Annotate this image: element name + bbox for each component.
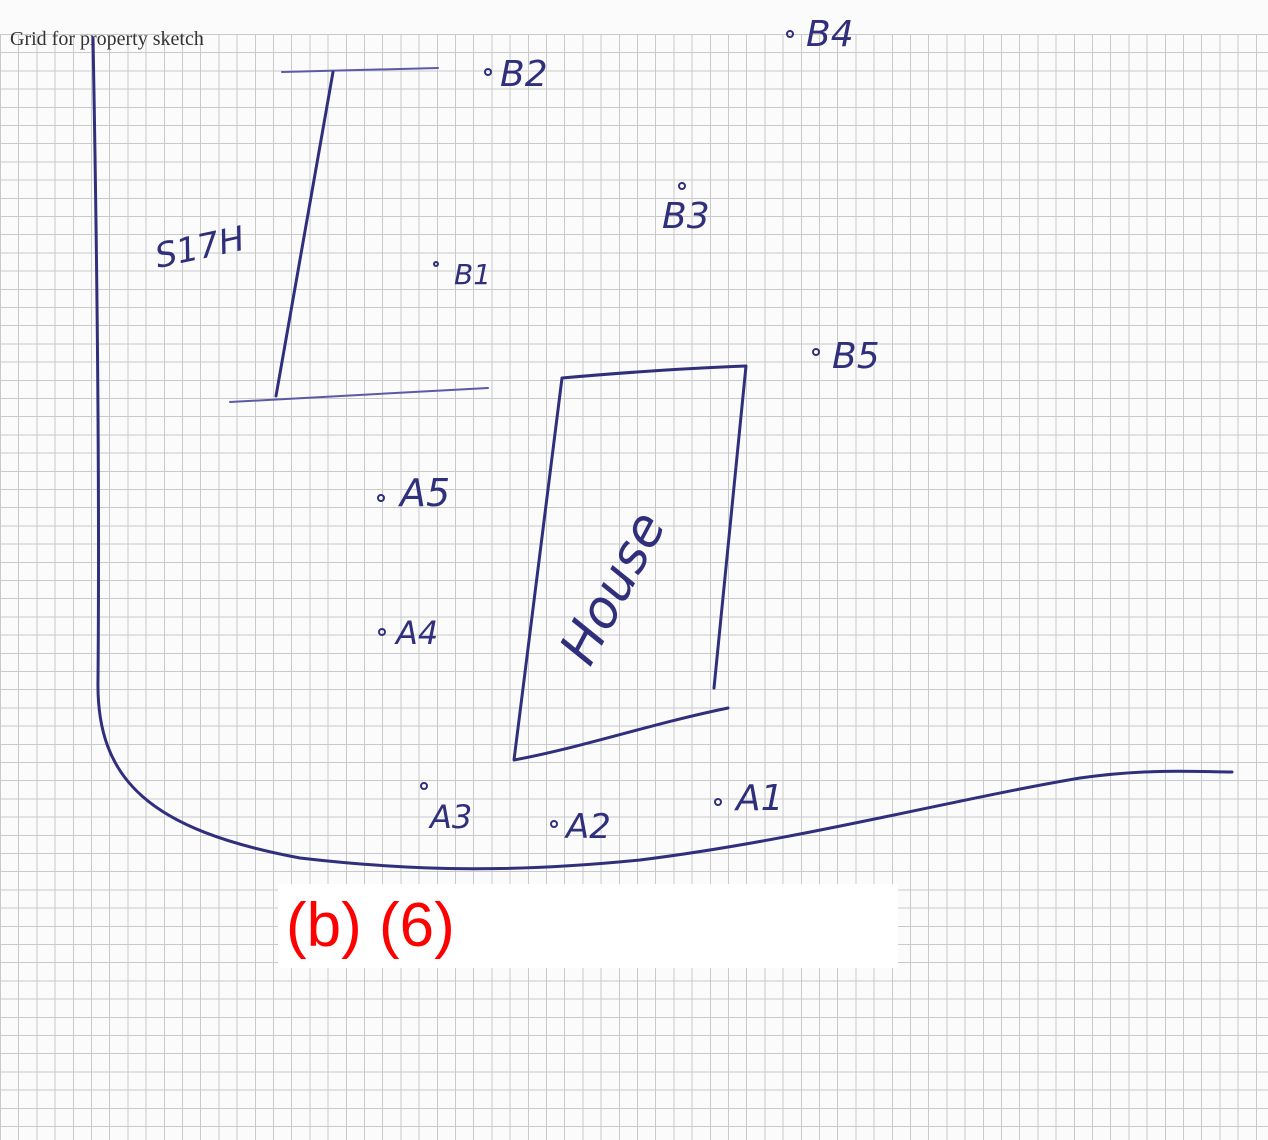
redaction-box: (b) (6)	[278, 884, 898, 968]
point-a4-label: A4	[394, 614, 438, 652]
point-a2-marker	[550, 820, 558, 828]
point-b4-marker	[786, 30, 794, 38]
point-b5: B5	[812, 336, 880, 377]
point-a5-label: A5	[397, 471, 450, 515]
point-a1-label: A1	[734, 778, 784, 819]
point-b2-label: B2	[500, 54, 548, 95]
point-b3: B3	[662, 182, 710, 237]
point-a4-marker	[378, 628, 386, 636]
sketch-grid: Grid for property sketch	[0, 28, 1268, 1140]
point-a1: A1	[714, 778, 784, 819]
point-a3-marker	[420, 782, 428, 790]
structure-bottom-line	[229, 387, 489, 403]
point-b4: B4	[786, 14, 854, 55]
point-b3-label: B3	[662, 196, 710, 237]
point-b1-marker	[433, 261, 439, 267]
point-b1: B1	[433, 258, 491, 291]
structure-side-line	[274, 70, 335, 398]
road-boundary-line	[91, 36, 1234, 871]
point-b5-label: B5	[832, 336, 880, 377]
point-a5-marker	[377, 494, 385, 502]
point-a3-label: A3	[428, 798, 472, 836]
point-a4: A4	[378, 614, 438, 652]
point-a1-marker	[714, 798, 722, 806]
structure-label: S17H	[152, 219, 249, 277]
point-b3-marker	[678, 182, 686, 190]
point-a2-label: A2	[564, 807, 611, 847]
point-b2: B2	[484, 54, 548, 95]
point-b2-marker	[484, 68, 492, 76]
point-b1-label: B1	[454, 258, 491, 291]
point-b5-marker	[812, 348, 820, 356]
point-a3: A3	[420, 782, 472, 836]
structure-top-line	[281, 67, 439, 73]
point-a5: A5	[377, 471, 450, 515]
grid-title: Grid for property sketch	[10, 28, 204, 50]
house-outline	[512, 364, 748, 762]
redaction-label: (b) (6)	[286, 891, 455, 960]
house-label: House	[549, 502, 678, 674]
point-b4-label: B4	[806, 14, 854, 55]
point-a2: A2	[550, 807, 611, 847]
